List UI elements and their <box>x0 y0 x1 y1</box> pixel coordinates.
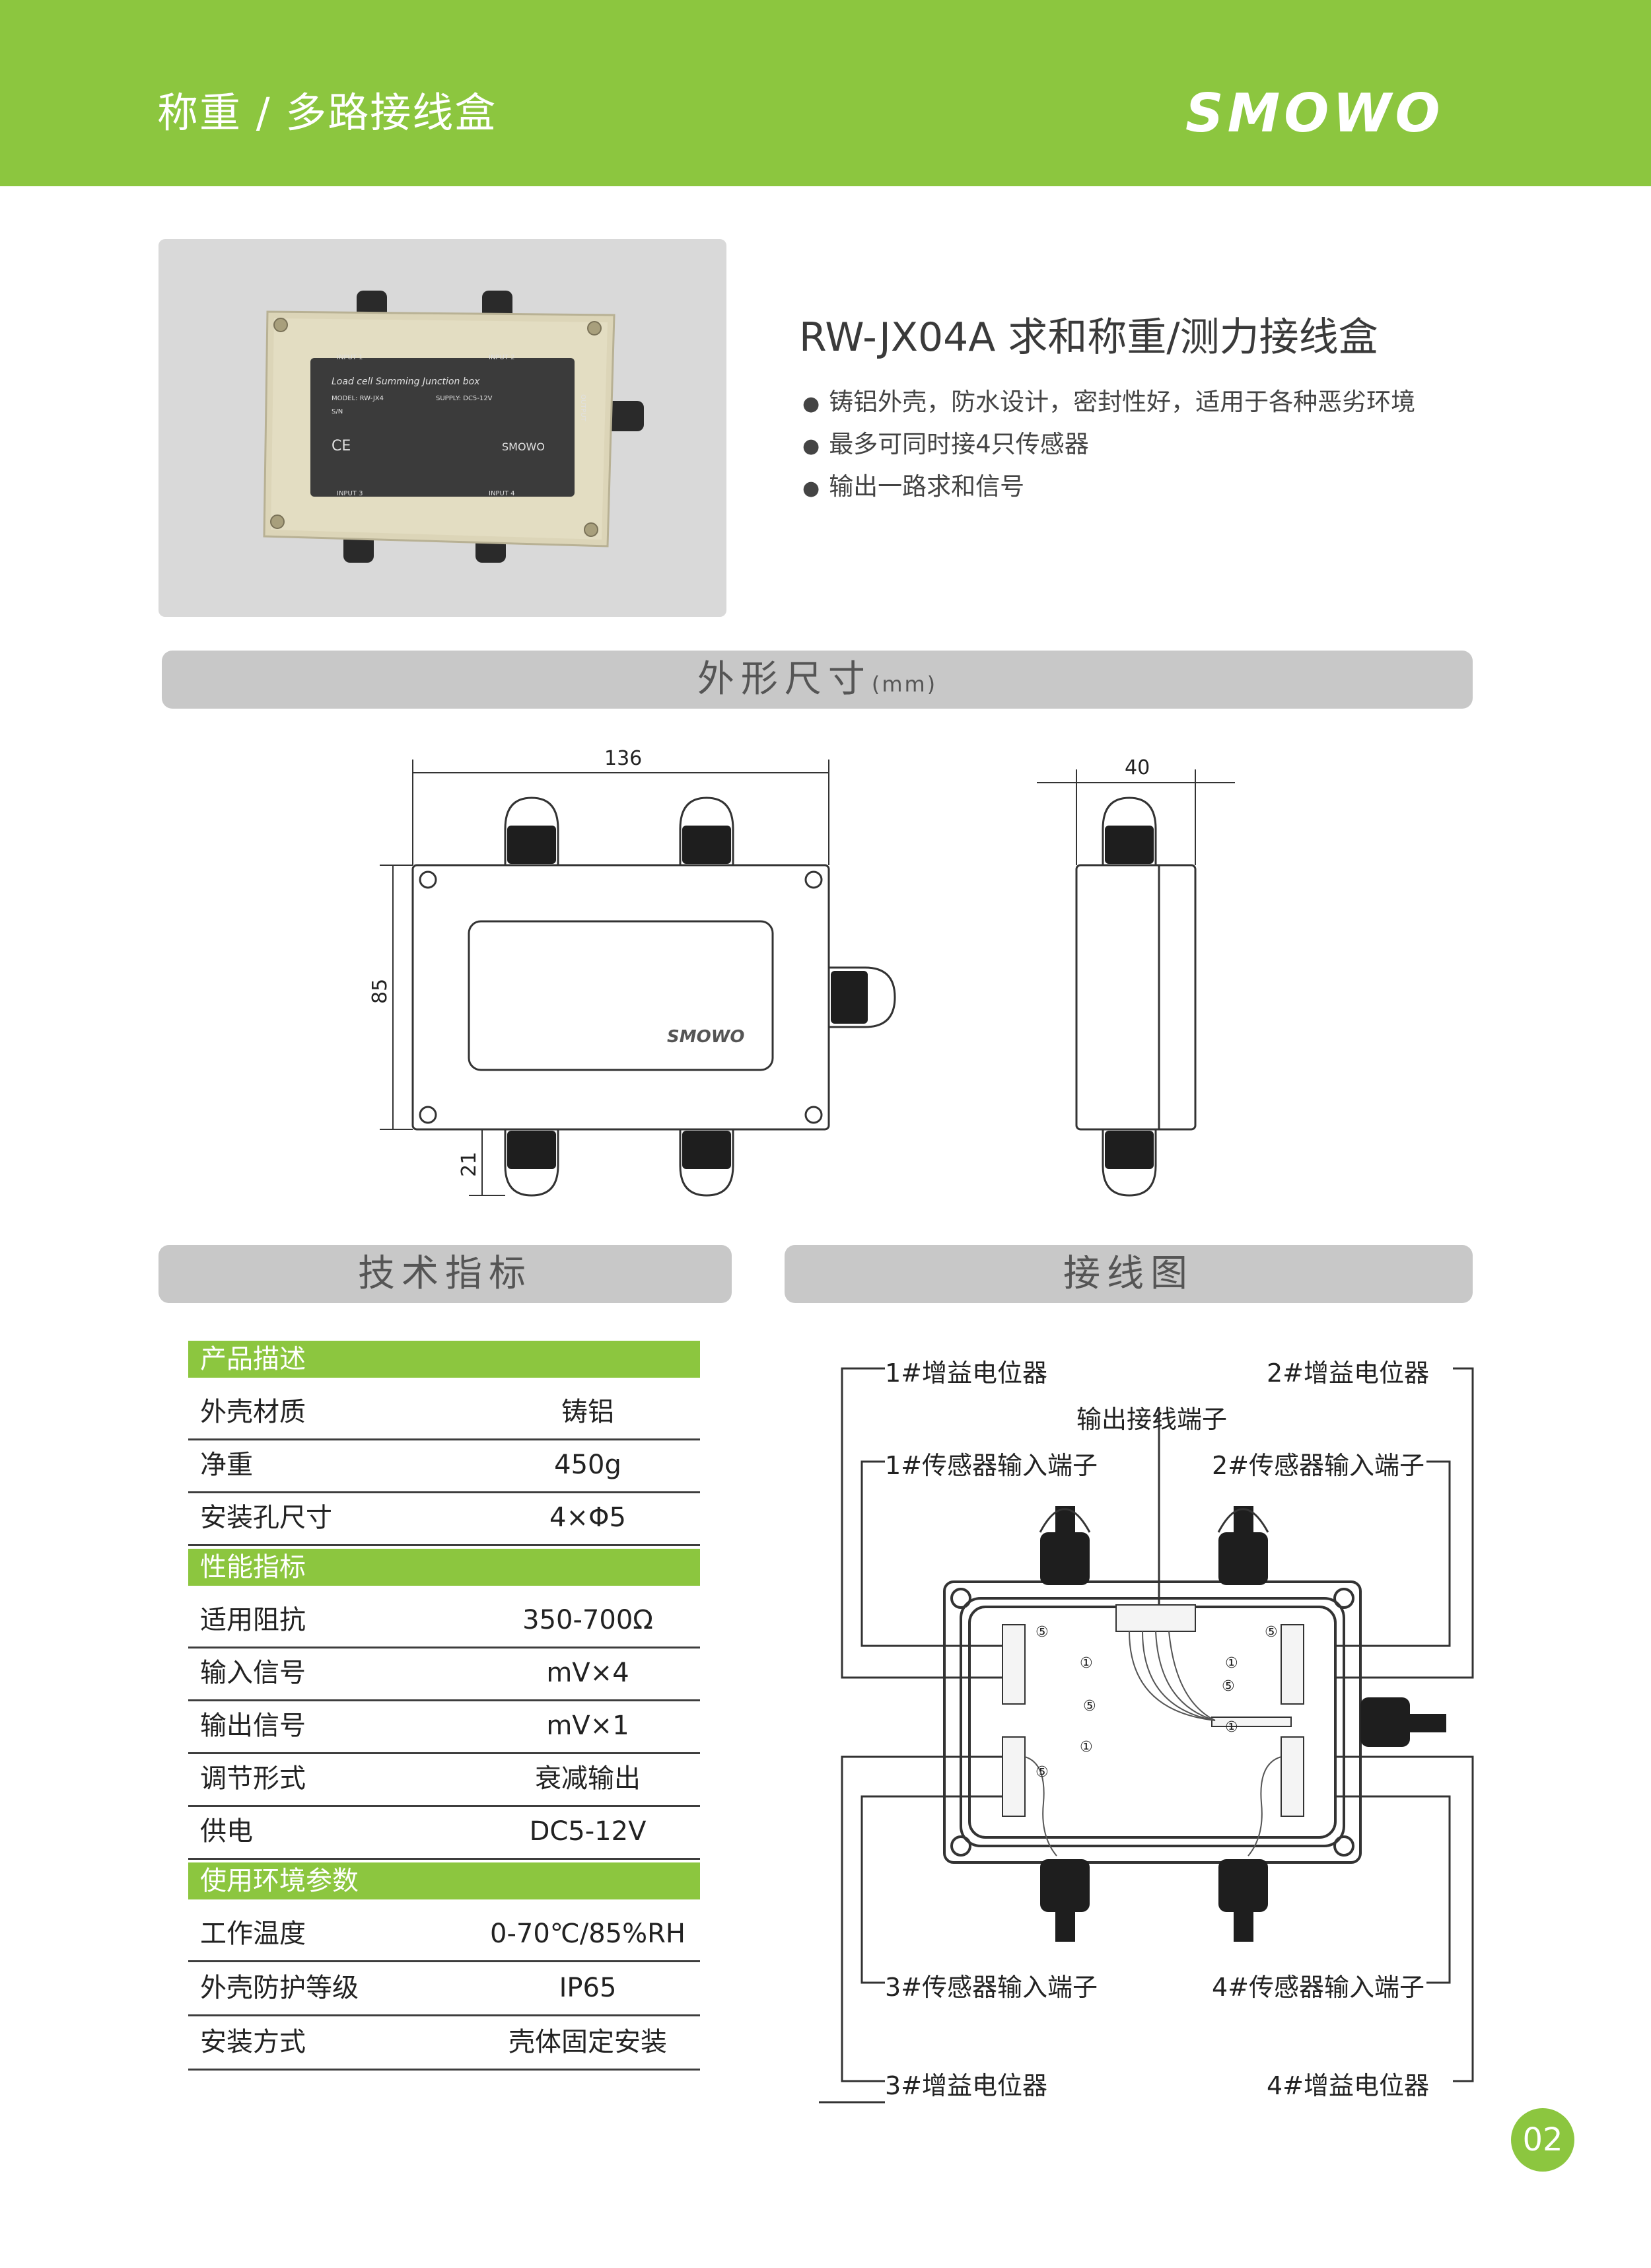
drawing-logo: SMOWO <box>667 1027 744 1047</box>
spec-category-environment: 使用环境参数 <box>188 1862 700 1899</box>
gland-dimension: 21 <box>458 1152 481 1177</box>
input2-label: INPUT 2 <box>489 354 514 361</box>
input1-terminal-label: 1#传感器输入端子 <box>885 1451 1098 1480</box>
dimension-drawing: SMOWO 136 85 21 40 <box>357 733 1294 1235</box>
header-band <box>0 0 1651 186</box>
pot3-label: 3#增益电位器 <box>885 2071 1048 2100</box>
pot2-label: 2#增益电位器 <box>1267 1359 1430 1388</box>
input2-terminal-label: 2#传感器输入端子 <box>1212 1451 1425 1480</box>
spec-row: 调节形式衰减输出 <box>188 1754 700 1807</box>
label-sn: S/N <box>332 408 343 415</box>
spec-category-performance: 性能指标 <box>188 1549 700 1586</box>
wiring-heading: 接线图 <box>1063 1252 1194 1295</box>
output-terminal-label: 输出接线端子 <box>1076 1405 1228 1434</box>
marker-1: ① <box>1080 1655 1093 1672</box>
marker-1: ① <box>1080 1739 1093 1755</box>
feature-item: ●最多可同时接4只传感器 <box>802 430 1089 458</box>
product-title: RW-JX04A 求和称重/测力接线盒 <box>799 314 1378 361</box>
marker-5: ⑤ <box>1036 1624 1049 1641</box>
label-model: MODEL: RW-JX4 <box>332 395 384 402</box>
brand-logo: SMOWO <box>1185 83 1444 144</box>
ce-mark: CE <box>332 438 351 454</box>
dimensions-unit: (mm) <box>871 672 938 697</box>
spec-category-description: 产品描述 <box>188 1341 700 1378</box>
spec-row: 外壳材质铸铝 <box>188 1387 700 1440</box>
label-brand: SMOWO <box>502 441 545 453</box>
input3-terminal-label: 3#传感器输入端子 <box>885 1973 1098 2002</box>
wiring-diagram: ① ① ① ① ⑤ ⑤ ⑤ ⑤ ⑤ 1#增益电位器 2#增益电位器 输出接线端子… <box>819 1341 1479 2113</box>
input4-label: INPUT 4 <box>489 490 514 497</box>
tech-specs-heading: 技术指标 <box>358 1252 532 1295</box>
width-dimension: 136 <box>604 747 642 770</box>
marker-5: ⑤ <box>1222 1678 1235 1695</box>
page-category-title: 称重 / 多路接线盒 <box>157 89 497 137</box>
page-number-badge: 02 <box>1511 2108 1574 2172</box>
marker-5: ⑤ <box>1265 1624 1278 1641</box>
marker-1: ① <box>1225 1655 1238 1672</box>
depth-dimension: 40 <box>1125 756 1150 779</box>
feature-item: ●铸铝外壳，防水设计，密封性好，适用于各种恶劣环境 <box>802 388 1416 416</box>
marker-5: ⑤ <box>1083 1698 1096 1715</box>
product-photo: INPUT 1 INPUT 2 Load cell Summing Juncti… <box>158 239 726 617</box>
marker-5: ⑤ <box>1036 1764 1049 1781</box>
dimensions-section-bar: 外形尺寸(mm) <box>162 651 1473 709</box>
output-label: OUTPUT <box>579 394 586 422</box>
input3-label: INPUT 3 <box>337 490 363 497</box>
marker-1: ① <box>1225 1719 1238 1736</box>
pot4-label: 4#增益电位器 <box>1267 2071 1430 2100</box>
input1-label: INPUT 1 <box>337 354 363 361</box>
spec-row: 安装方式壳体固定安装 <box>188 2017 700 2071</box>
label-supply: SUPPLY: DC5-12V <box>436 395 493 402</box>
height-dimension: 85 <box>369 979 392 1004</box>
label-heading: Load cell Summing Junction box <box>332 376 480 387</box>
dimensions-heading: 外形尺寸 <box>697 658 872 701</box>
feature-item: ●输出一路求和信号 <box>802 472 1025 501</box>
wiring-section-bar: 接线图 <box>785 1245 1473 1303</box>
tech-specs-section-bar: 技术指标 <box>158 1245 732 1303</box>
input4-terminal-label: 4#传感器输入端子 <box>1212 1973 1425 2002</box>
pot1-label: 1#增益电位器 <box>885 1359 1048 1388</box>
